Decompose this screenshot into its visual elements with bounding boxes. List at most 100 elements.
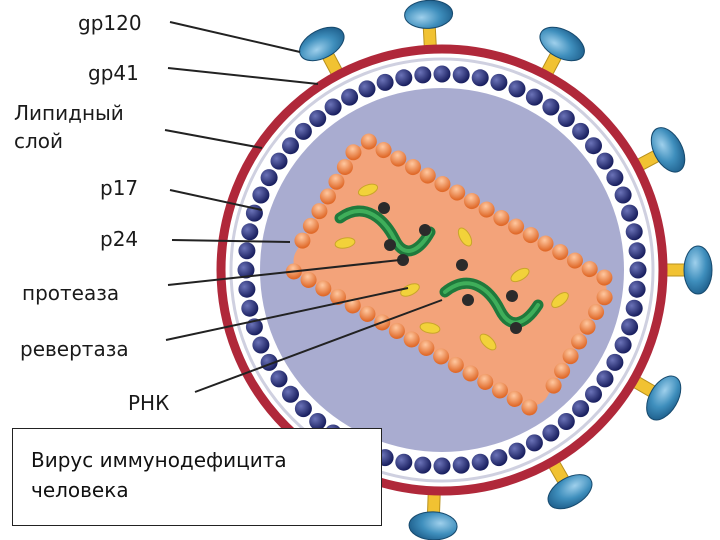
p17-bead xyxy=(508,80,526,98)
yellow-oval xyxy=(457,227,473,247)
p17-bead xyxy=(294,122,312,140)
p17-bead xyxy=(525,88,543,106)
p17-bead xyxy=(270,152,288,170)
p17-bead xyxy=(324,98,342,116)
capsid-bead xyxy=(521,399,538,416)
leader-lines xyxy=(164,21,443,393)
gp120-cap xyxy=(650,127,686,173)
p17-bead xyxy=(260,169,278,187)
p17-bead xyxy=(542,98,560,116)
label-gp41: gp41 xyxy=(88,61,139,85)
label-rna: РНК xyxy=(128,391,169,415)
capsid-bead xyxy=(545,377,562,394)
p17-bead xyxy=(606,353,624,371)
capsid-bead xyxy=(462,365,479,382)
p17-matrix-bead-ring xyxy=(237,65,647,475)
p17-bead xyxy=(628,280,646,298)
p17-bead xyxy=(294,400,312,418)
p17-bead xyxy=(433,457,451,475)
capsid-bead xyxy=(506,390,523,407)
capsid-bead xyxy=(434,176,451,193)
p17-bead xyxy=(596,152,614,170)
capsid-bead xyxy=(522,227,539,244)
p17-bead xyxy=(282,137,299,155)
p17-bead xyxy=(433,65,451,83)
p17-bead xyxy=(572,122,590,140)
p17-bead xyxy=(471,69,489,87)
rna-strands xyxy=(334,205,544,328)
p17-bead xyxy=(490,73,508,91)
capsid-bead xyxy=(581,261,598,278)
p17-bead xyxy=(585,385,602,403)
yellow-oval xyxy=(357,183,379,197)
capsid-bead xyxy=(491,382,508,399)
p17-bead xyxy=(557,413,575,430)
p17-bead xyxy=(508,442,526,460)
p17-bead xyxy=(452,456,470,474)
p17-bead xyxy=(309,110,327,127)
caption-text: Вирус иммунодефицита человека xyxy=(31,448,287,502)
gp120-cap xyxy=(408,511,458,540)
p17-bead xyxy=(452,66,470,84)
rna-strand-highlight xyxy=(338,209,432,253)
capsid-bead xyxy=(319,188,336,205)
p17-bead xyxy=(557,110,575,127)
capsid-bead xyxy=(571,333,588,350)
enzyme-dot xyxy=(419,224,431,236)
enzyme-dot xyxy=(384,239,396,251)
capsid-bead xyxy=(554,362,571,379)
lipid-envelope-inner xyxy=(229,57,655,483)
p17-bead xyxy=(376,73,394,91)
rna-strand-highlight xyxy=(443,281,540,325)
capsid-bead xyxy=(345,144,362,161)
capsid-bead xyxy=(405,159,422,176)
p17-bead xyxy=(341,88,359,106)
capsid-bead xyxy=(360,133,377,150)
p17-bead xyxy=(542,424,560,442)
yellow-oval xyxy=(510,267,530,283)
capsid-bead xyxy=(390,150,407,167)
capsid-bead xyxy=(447,356,464,373)
yellow-protein-ovals xyxy=(334,183,569,351)
yellow-oval xyxy=(334,237,356,249)
capsid-bead xyxy=(477,373,494,390)
p17-bead xyxy=(282,385,299,403)
capsid-bead xyxy=(588,303,605,320)
p17-bead xyxy=(572,400,590,418)
capsid-bead xyxy=(328,173,345,190)
label-gp120: gp120 xyxy=(78,11,142,35)
capsid-bead xyxy=(302,217,319,234)
capsid-bead xyxy=(330,288,347,305)
p17-bead xyxy=(525,434,543,452)
p17-bead xyxy=(241,299,259,317)
p17-bead xyxy=(629,261,647,279)
capsid-bead xyxy=(508,218,525,235)
p17-bead xyxy=(596,370,614,388)
p17-bead xyxy=(490,449,508,467)
capsid-bead xyxy=(294,232,311,249)
capsid-bead xyxy=(537,235,554,252)
yellow-oval xyxy=(479,333,497,351)
p17-bead xyxy=(625,223,643,241)
capsid-bead xyxy=(566,252,583,269)
caption-box: Вирус иммунодефицита человека xyxy=(12,428,382,526)
capsid-bead xyxy=(552,244,569,261)
p17-bead xyxy=(414,66,432,84)
yellow-oval xyxy=(419,322,441,334)
gp120-gp41-spike xyxy=(659,245,713,295)
p17-bead xyxy=(252,336,270,354)
capsid-bead xyxy=(300,271,317,288)
p17-bead xyxy=(252,186,270,204)
capsid-bead xyxy=(403,331,420,348)
capsid-bead xyxy=(449,184,466,201)
yellow-oval xyxy=(551,292,569,308)
p17-bead xyxy=(471,453,489,471)
p17-bead xyxy=(395,453,413,471)
enzyme-dot xyxy=(462,294,474,306)
capsid-bead xyxy=(463,193,480,210)
gp120-gp41-spike xyxy=(404,0,454,54)
p17-bead xyxy=(270,370,288,388)
p17-bead xyxy=(238,280,256,298)
p17-bead xyxy=(621,204,639,222)
